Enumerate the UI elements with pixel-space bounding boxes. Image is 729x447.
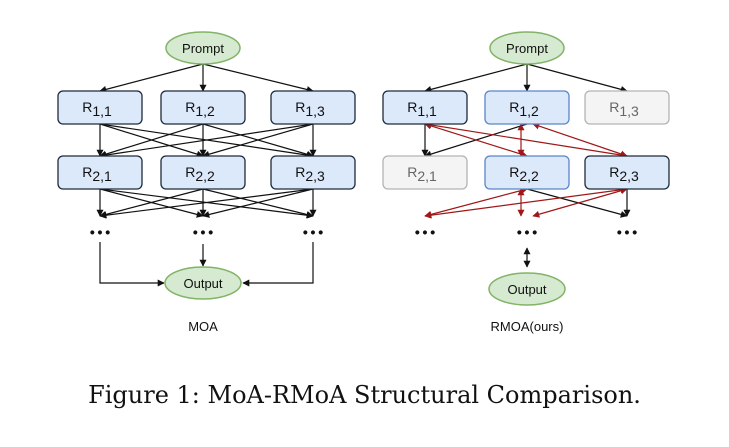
moa-output-label: Output: [183, 276, 222, 291]
svg-text:R1,2: R1,2: [185, 99, 215, 119]
node-main: R: [609, 164, 619, 180]
svg-text:R1,1: R1,1: [407, 99, 437, 119]
moa-edge-prompt-r13: [202, 63, 314, 93]
rmoa-red-edges: [424, 121, 628, 219]
moa-node-r13: R1,3: [270, 90, 356, 125]
moa-panel: Prompt R1,1 R1,2 R1,3 R2,1 R2,2 R2,3: [57, 31, 356, 334]
moa-output-node: Output: [164, 266, 242, 300]
moa-edges: [96, 63, 317, 287]
svg-text:R1,2: R1,2: [509, 99, 539, 119]
svg-text:R1,1: R1,1: [82, 99, 112, 119]
svg-text:R2,3: R2,3: [609, 164, 639, 184]
node-main: R: [407, 99, 417, 115]
rmoa-red-edge-r11-r23: [424, 121, 628, 159]
rmoa-node-r22: R2,2: [484, 155, 570, 190]
moa-panel-label: MOA: [188, 319, 218, 334]
node-sub: 2,3: [619, 168, 639, 184]
moa-node-r12: R1,2: [160, 90, 246, 125]
figure-caption: Figure 1: MoA-RMoA Structural Comparison…: [88, 381, 641, 409]
node-main: R: [185, 99, 195, 115]
rmoa-node-r12: R1,2: [484, 90, 570, 125]
rmoa-panel: Prompt R1,1 R1,2 R1,3 R2,1 R2,2 R2,3: [382, 31, 670, 334]
moa-edge-n1-output: [99, 242, 165, 287]
rmoa-node-r11: R1,1: [382, 90, 468, 125]
moa-node-r23: R2,3: [270, 155, 356, 190]
rmoa-red-edge-r23-n1: [424, 186, 628, 219]
node-sub: 2,1: [417, 168, 437, 184]
moa-prompt-node: Prompt: [165, 31, 241, 65]
rmoa-red-edge-r12-r23: [532, 122, 628, 158]
moa-dots-3: ···: [302, 220, 325, 246]
rmoa-node-r13: R1,3: [584, 90, 670, 125]
svg-text:R2,2: R2,2: [509, 164, 539, 184]
moa-edge-r12-r21: [99, 123, 204, 158]
svg-text:R1,3: R1,3: [295, 99, 325, 119]
node-sub: 1,3: [619, 103, 639, 119]
moa-node-r11: R1,1: [57, 90, 143, 125]
rmoa-prompt-label: Prompt: [506, 41, 548, 56]
rmoa-output-label: Output: [507, 282, 546, 297]
rmoa-node-r23: R2,3: [584, 155, 670, 190]
moa-edge-r23-n2: [202, 188, 314, 218]
node-main: R: [407, 164, 417, 180]
svg-text:R2,2: R2,2: [185, 164, 215, 184]
rmoa-output-node: Output: [488, 272, 566, 306]
node-sub: 1,1: [92, 103, 112, 119]
rmoa-dots-1: ···: [414, 220, 437, 246]
rmoa-prompt-node: Prompt: [489, 31, 565, 65]
moa-edge-r13-r22: [202, 123, 314, 158]
moa-edge-r23-n1: [99, 188, 314, 219]
node-sub: 2,3: [305, 168, 325, 184]
svg-text:R1,3: R1,3: [609, 99, 639, 119]
node-main: R: [295, 164, 305, 180]
moa-node-r22: R2,2: [160, 155, 246, 190]
node-main: R: [82, 99, 92, 115]
node-main: R: [509, 164, 519, 180]
node-sub: 2,1: [92, 168, 112, 184]
node-sub: 1,2: [519, 103, 539, 119]
svg-text:R2,1: R2,1: [82, 164, 112, 184]
rmoa-red-edge-r23-n2: [532, 187, 628, 218]
moa-edge-n3-output: [242, 242, 314, 287]
svg-text:R2,3: R2,3: [295, 164, 325, 184]
moa-edge-prompt-r11: [99, 63, 204, 93]
moa-edge-r22-n1: [99, 188, 204, 218]
node-main: R: [185, 164, 195, 180]
rmoa-edge-prompt-r11: [424, 63, 528, 93]
moa-dots-1: ···: [89, 220, 112, 246]
rmoa-edge-prompt-r13: [526, 63, 628, 93]
rmoa-panel-label: RMOA(ours): [491, 319, 564, 334]
node-main: R: [509, 99, 519, 115]
node-main: R: [82, 164, 92, 180]
node-sub: 1,1: [417, 103, 437, 119]
moa-dots-2: ···: [192, 220, 215, 246]
moa-prompt-label: Prompt: [182, 41, 224, 56]
node-main: R: [609, 99, 619, 115]
node-sub: 1,2: [195, 103, 215, 119]
rmoa-red-edge-r22-n1: [424, 187, 528, 218]
rmoa-dots-3: ···: [616, 220, 639, 246]
svg-text:R2,1: R2,1: [407, 164, 437, 184]
rmoa-node-r21: R2,1: [382, 155, 468, 190]
node-sub: 2,2: [519, 168, 539, 184]
rmoa-dots-2: ···: [516, 220, 539, 246]
node-sub: 1,3: [305, 103, 325, 119]
node-sub: 2,2: [195, 168, 215, 184]
moa-edge-r13-r21: [99, 123, 314, 159]
node-main: R: [295, 99, 305, 115]
moa-node-r21: R2,1: [57, 155, 143, 190]
